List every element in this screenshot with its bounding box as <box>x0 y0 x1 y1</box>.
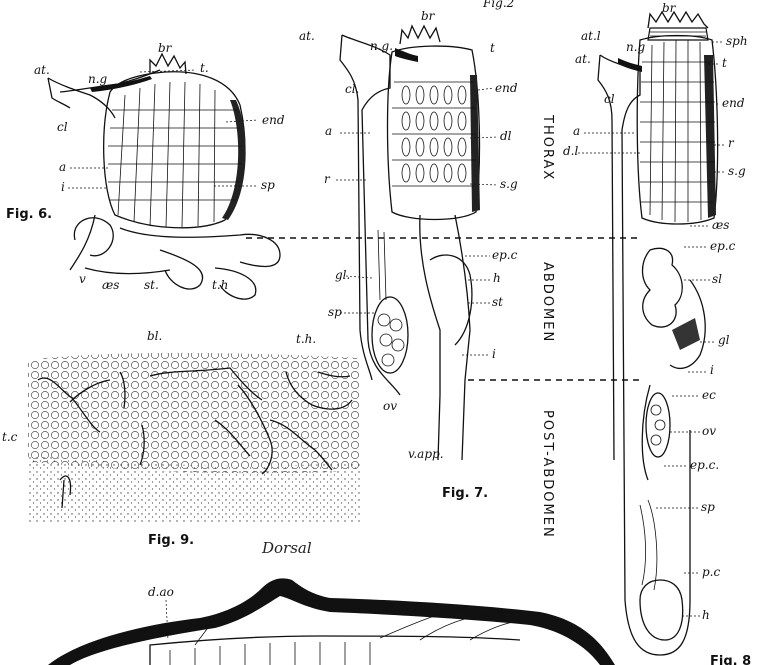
fig7-label-sp: sp <box>328 305 342 319</box>
fig7-label-a: a <box>325 124 332 138</box>
fig7-label-end: end <box>495 81 518 95</box>
fig6-label-st: st. <box>144 278 159 292</box>
fig7-label-ng: n.g. <box>370 39 393 53</box>
fig7-label-i: i <box>492 347 496 361</box>
fig7-label-sg: s.g <box>500 177 518 191</box>
fig6-label-th: t.h <box>212 278 228 292</box>
fig8-label-t: t <box>722 56 727 70</box>
region-abdomen: ABDOMEN <box>540 262 555 343</box>
fig6-label-a: a <box>59 160 66 174</box>
fig8-label-pc: p.c <box>702 565 720 579</box>
fig9-illustration <box>28 353 360 522</box>
region-thorax: THORAX <box>540 114 555 181</box>
fig10-illustration <box>48 578 615 665</box>
fig8-label-at: at. <box>575 52 591 66</box>
fig9-label-tc: t.c <box>2 430 18 444</box>
fig8-label-sg: s.g <box>728 164 746 178</box>
fig7-label-dl: dl <box>500 129 512 143</box>
fig7-label-cl: cl. <box>345 82 359 96</box>
fig8-label-br: br <box>662 1 677 15</box>
fig9-caption: Fig. 9. <box>148 533 194 548</box>
fig6-label-oes: æs <box>102 278 119 292</box>
fig9-label-bl: bl. <box>147 329 162 343</box>
fig8-label-i: i <box>710 363 714 377</box>
fig8-label-dl: d.l <box>563 144 578 158</box>
fig10-heading-dorsal: Dorsal <box>261 539 312 557</box>
fig8-caption: Fig. 8 <box>710 654 751 665</box>
fig7-label-r: r <box>324 172 331 186</box>
fig8-label-end: end <box>722 96 745 110</box>
fig7-label-h: h <box>493 271 501 285</box>
fig8-label-gl: gl <box>718 333 730 347</box>
fig6-label-sp: sp <box>261 178 275 192</box>
fig8-label-cl: cl <box>604 92 615 106</box>
fig7-label-epc: ep.c <box>492 248 518 262</box>
fig8-label-a: a <box>573 124 580 138</box>
top-caption-fragment: Fig.2 <box>482 0 514 10</box>
fig6-label-t: t. <box>200 61 209 75</box>
fig8-label-epc2: ep.c. <box>690 458 719 472</box>
fig6-label-cl: cl <box>57 120 68 134</box>
fig6-label-v: v <box>79 272 86 286</box>
fig8-label-oes: æs <box>712 218 729 232</box>
fig8-label-sl: sl <box>712 272 722 286</box>
fig7-caption: Fig. 7. <box>442 486 488 501</box>
fig6-label-ng: n.g <box>88 72 108 86</box>
fig8-label-h: h <box>702 608 710 622</box>
fig6-caption: Fig. 6. <box>6 207 52 222</box>
fig8-label-r: r <box>728 136 735 150</box>
fig7-label-t: t <box>490 41 495 55</box>
fig7-label-at: at. <box>299 29 315 43</box>
fig6-label-br: br <box>158 41 173 55</box>
fig8-label-ov: ov <box>702 424 716 438</box>
fig8-label-sph: sph <box>726 34 748 48</box>
fig7-label-vapp: v.app. <box>408 447 444 461</box>
fig7-label-ov: ov <box>383 399 397 413</box>
fig8-label-atl: at.l <box>581 29 601 43</box>
region-post-abdomen: POST-ABDOMEN <box>540 410 555 539</box>
fig10-label-dao: d.ao <box>148 585 174 599</box>
fig9-label-th: t.h. <box>296 332 316 346</box>
fig8-label-ec: ec <box>702 388 716 402</box>
fig7-label-gl: gl. <box>335 268 350 282</box>
fig7-label-st: st <box>492 295 503 309</box>
fig6-label-i: i <box>61 180 65 194</box>
fig7-label-br: br <box>421 9 436 23</box>
fig6-illustration <box>48 54 280 299</box>
fig6-label-at: at. <box>34 63 50 77</box>
fig8-label-epc: ep.c <box>710 239 736 253</box>
fig8-illustration <box>598 12 718 655</box>
fig8-label-sp: sp <box>701 500 715 514</box>
fig6-label-end: end <box>262 113 285 127</box>
fig8-label-ng: n.g <box>626 40 646 54</box>
fig7-illustration <box>340 26 480 460</box>
